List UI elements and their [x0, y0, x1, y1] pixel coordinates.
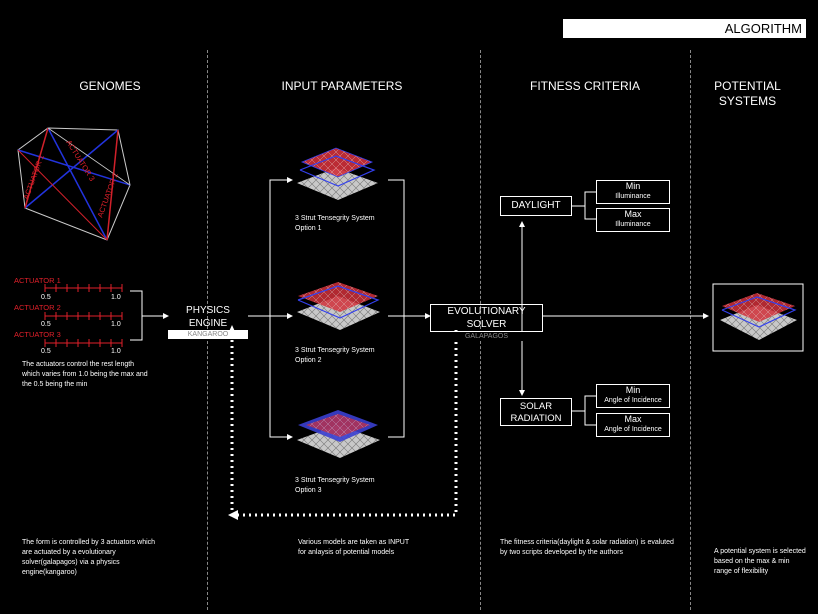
slider-1-min: 0.5 [41, 294, 51, 301]
solar-max-sub: Angle of Incidence [604, 426, 662, 433]
physics-engine-sub: KANGAROO [168, 330, 248, 339]
slider-bracket [130, 290, 143, 341]
actuator-slider-1 [44, 284, 123, 292]
slider-1-max: 1.0 [111, 294, 121, 301]
solar-radiation-box: SOLAR RADIATION [500, 398, 572, 426]
option-1-label: Option 1 [295, 225, 322, 232]
slider-2-max: 1.0 [111, 321, 121, 328]
option-3-label: Option 3 [295, 487, 322, 494]
column-divider [690, 50, 691, 610]
slider-label-actuator-3: ACTUATOR 3 [14, 330, 61, 339]
potential-system-model [712, 283, 804, 352]
page-title: ALGORITHM [563, 19, 806, 38]
option-1-caption: 3 Strut Tensegrity System Option 1 [295, 214, 395, 234]
options-fork [269, 179, 292, 438]
solver-title: EVOLUTIONARY SOLVER [430, 304, 543, 332]
solar-max-box: Max Angle of Incidence [596, 413, 670, 437]
slider-label-actuator-2: ACTUATOR 2 [14, 303, 61, 312]
daylight-min-title: Min [625, 181, 641, 191]
solar-max-title: Max [624, 414, 642, 424]
input-parameters-heading: INPUT PARAMETERS [281, 79, 403, 93]
option-3-model [297, 410, 380, 458]
daylight-max-sub: Illuminance [615, 221, 651, 228]
option-2-label: Option 2 [295, 357, 322, 364]
column-divider [480, 50, 481, 610]
cube-label-actuator-3: ACTUATOR 3 [64, 138, 96, 182]
solar-min-sub: Angle of Incidence [604, 397, 662, 404]
slider-3-max: 1.0 [111, 348, 121, 355]
slider-note: The actuators control the rest length wh… [22, 361, 148, 388]
actuator-cube [17, 127, 131, 241]
slider-3-min: 0.5 [41, 348, 51, 355]
actuator-slider-3 [44, 339, 123, 347]
evolutionary-solver-box: EVOLUTIONARY SOLVER GALAPAGOS [430, 304, 543, 341]
option-3-name: 3 Strut Tensegrity System [295, 477, 375, 484]
physics-engine-box: PHYSICS ENGINE KANGAROO [168, 304, 248, 339]
physics-engine-title: PHYSICS ENGINE [186, 305, 230, 329]
genomes-footer: The form is controlled by 3 actuators wh… [22, 539, 156, 576]
genomes-heading: GENOMES [79, 79, 141, 93]
potential-systems-heading: POTENTIAL SYSTEMS [714, 79, 781, 108]
daylight-box: DAYLIGHT [500, 196, 572, 216]
option-2-caption: 3 Strut Tensegrity System Option 2 [295, 346, 395, 366]
fitness-criteria-heading: FITNESS CRITERIA [529, 79, 640, 93]
option-1-model [297, 147, 378, 200]
input-footer: Various models are taken as INPUT for an… [298, 539, 410, 556]
solver-sub: GALAPAGOS [430, 332, 543, 341]
daylight-max-box: Max Illuminance [596, 208, 670, 232]
option-2-name: 3 Strut Tensegrity System [295, 347, 375, 354]
slider-label-actuator-1: ACTUATOR 1 [14, 276, 61, 285]
potential-footer: A potential system is selected based on … [714, 548, 806, 575]
daylight-min-sub: Illuminance [615, 193, 651, 200]
option-1-name: 3 Strut Tensegrity System [295, 215, 375, 222]
solar-min-title: Min [625, 385, 641, 395]
daylight-min-box: Min Illuminance [596, 180, 670, 204]
slider-2-min: 0.5 [41, 321, 51, 328]
options-merge [388, 179, 405, 438]
daylight-max-title: Max [624, 209, 642, 219]
fitness-footer: The fitness criteria(daylight & solar ra… [500, 539, 674, 556]
option-3-caption: 3 Strut Tensegrity System Option 3 [295, 476, 395, 496]
actuator-slider-2 [44, 312, 123, 320]
solar-min-box: Min Angle of Incidence [596, 384, 670, 408]
option-2-model [297, 282, 380, 330]
